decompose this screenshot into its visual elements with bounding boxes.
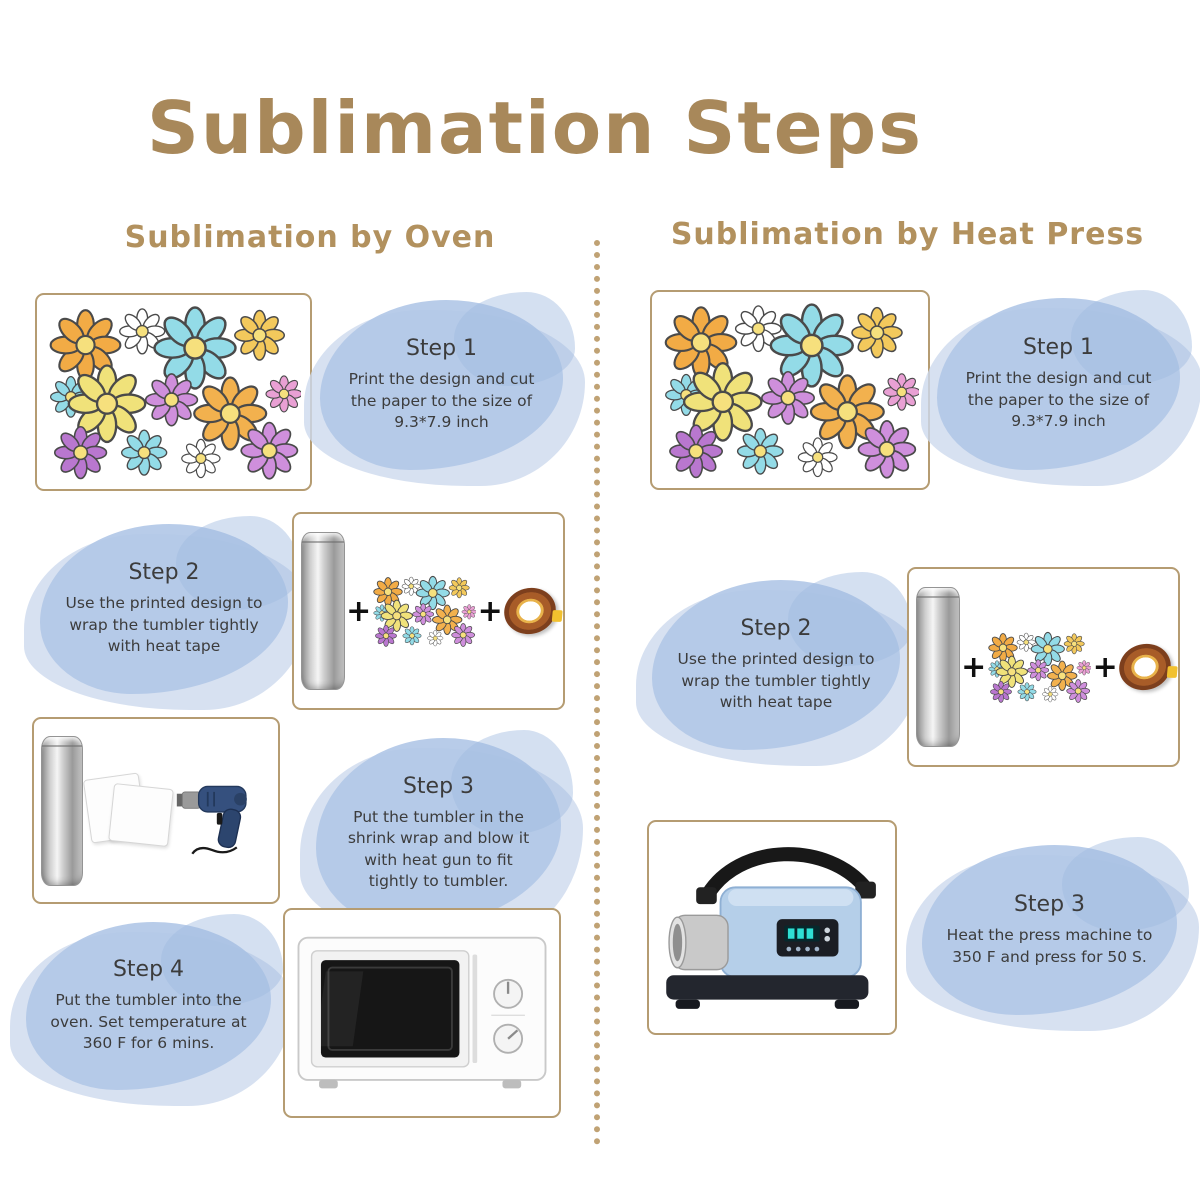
step-label: Step 1 [1022, 335, 1095, 361]
watercolor-layer [160, 914, 283, 1007]
heat-press-image [666, 847, 876, 1009]
tumbler-image [41, 735, 83, 886]
watercolor-layer [1062, 837, 1189, 931]
oven-step4-oven-box [283, 908, 561, 1118]
oven-step2-blob: Step 2 Use the printed design to wrap th… [24, 516, 310, 710]
oven-step3-tools-box [32, 717, 280, 904]
watercolor-layer [450, 730, 573, 835]
press-step3-machine-box [647, 820, 897, 1035]
watercolor-layer [788, 572, 912, 666]
column-header-heat-press: Sublimation by Heat Press [670, 217, 1145, 252]
press-step2-blob: Step 2 Use the printed design to wrap th… [636, 572, 922, 766]
flower-design-image [661, 301, 919, 479]
step-text: Print the design and cut the paper to th… [965, 369, 1152, 431]
watercolor-layer [453, 292, 575, 386]
oven-step2-materials-box: + + [292, 512, 565, 710]
press-step2-materials-box: + + [907, 567, 1180, 767]
oven-image [297, 936, 547, 1089]
plus-sign: + [477, 593, 503, 629]
press-step1-design-box [650, 290, 930, 490]
oven-step1-design-box [35, 293, 312, 491]
oven-step1-blob: Step 1 Print the design and cut the pape… [304, 292, 585, 486]
step-label: Step 4 [112, 957, 185, 983]
step-text: Heat the press machine to 350 F and pres… [946, 926, 1153, 966]
step-text: Put the tumbler into the oven. Set tempe… [50, 991, 247, 1053]
column-divider [594, 240, 600, 1145]
column-header-oven: Sublimation by Oven [124, 220, 496, 255]
shrink-wrap-sheet [108, 782, 174, 847]
oven-step3-blob: Step 3 Put the tumbler in the shrink wra… [300, 730, 583, 944]
press-step1-blob: Step 1 Print the design and cut the pape… [921, 290, 1200, 486]
step-label: Step 3 [402, 773, 475, 799]
tumbler-image [301, 532, 345, 690]
step-text: Print the design and cut the paper to th… [348, 370, 535, 432]
shrink-wrap-image [82, 768, 175, 854]
heat-tape-image [1113, 638, 1177, 696]
watercolor-layer [176, 516, 300, 610]
step-label: Step 2 [740, 616, 812, 642]
step-text: Put the tumbler in the shrink wrap and b… [347, 807, 530, 890]
plus-sign: + [961, 649, 987, 685]
tumbler-image [916, 587, 960, 747]
printed-design-image [372, 569, 476, 653]
plus-sign: + [1092, 649, 1118, 685]
step-label: Step 1 [405, 336, 478, 362]
step-label: Step 3 [1013, 892, 1086, 918]
flower-design-image [46, 304, 301, 480]
press-step3-blob: Step 3 Heat the press machine to 350 F a… [906, 837, 1199, 1031]
oven-step4-blob: Step 4 Put the tumbler into the oven. Se… [10, 914, 293, 1106]
heat-tape-image [498, 582, 562, 640]
page-title: Sublimation Steps [146, 86, 923, 170]
step-label: Step 2 [128, 560, 200, 586]
watercolor-layer [1070, 290, 1192, 385]
heat-gun-image [176, 785, 247, 854]
printed-design-image [987, 625, 1091, 709]
plus-sign: + [346, 593, 372, 629]
step-text: Use the printed design to wrap the tumbl… [677, 650, 875, 712]
step-text: Use the printed design to wrap the tumbl… [65, 594, 263, 656]
